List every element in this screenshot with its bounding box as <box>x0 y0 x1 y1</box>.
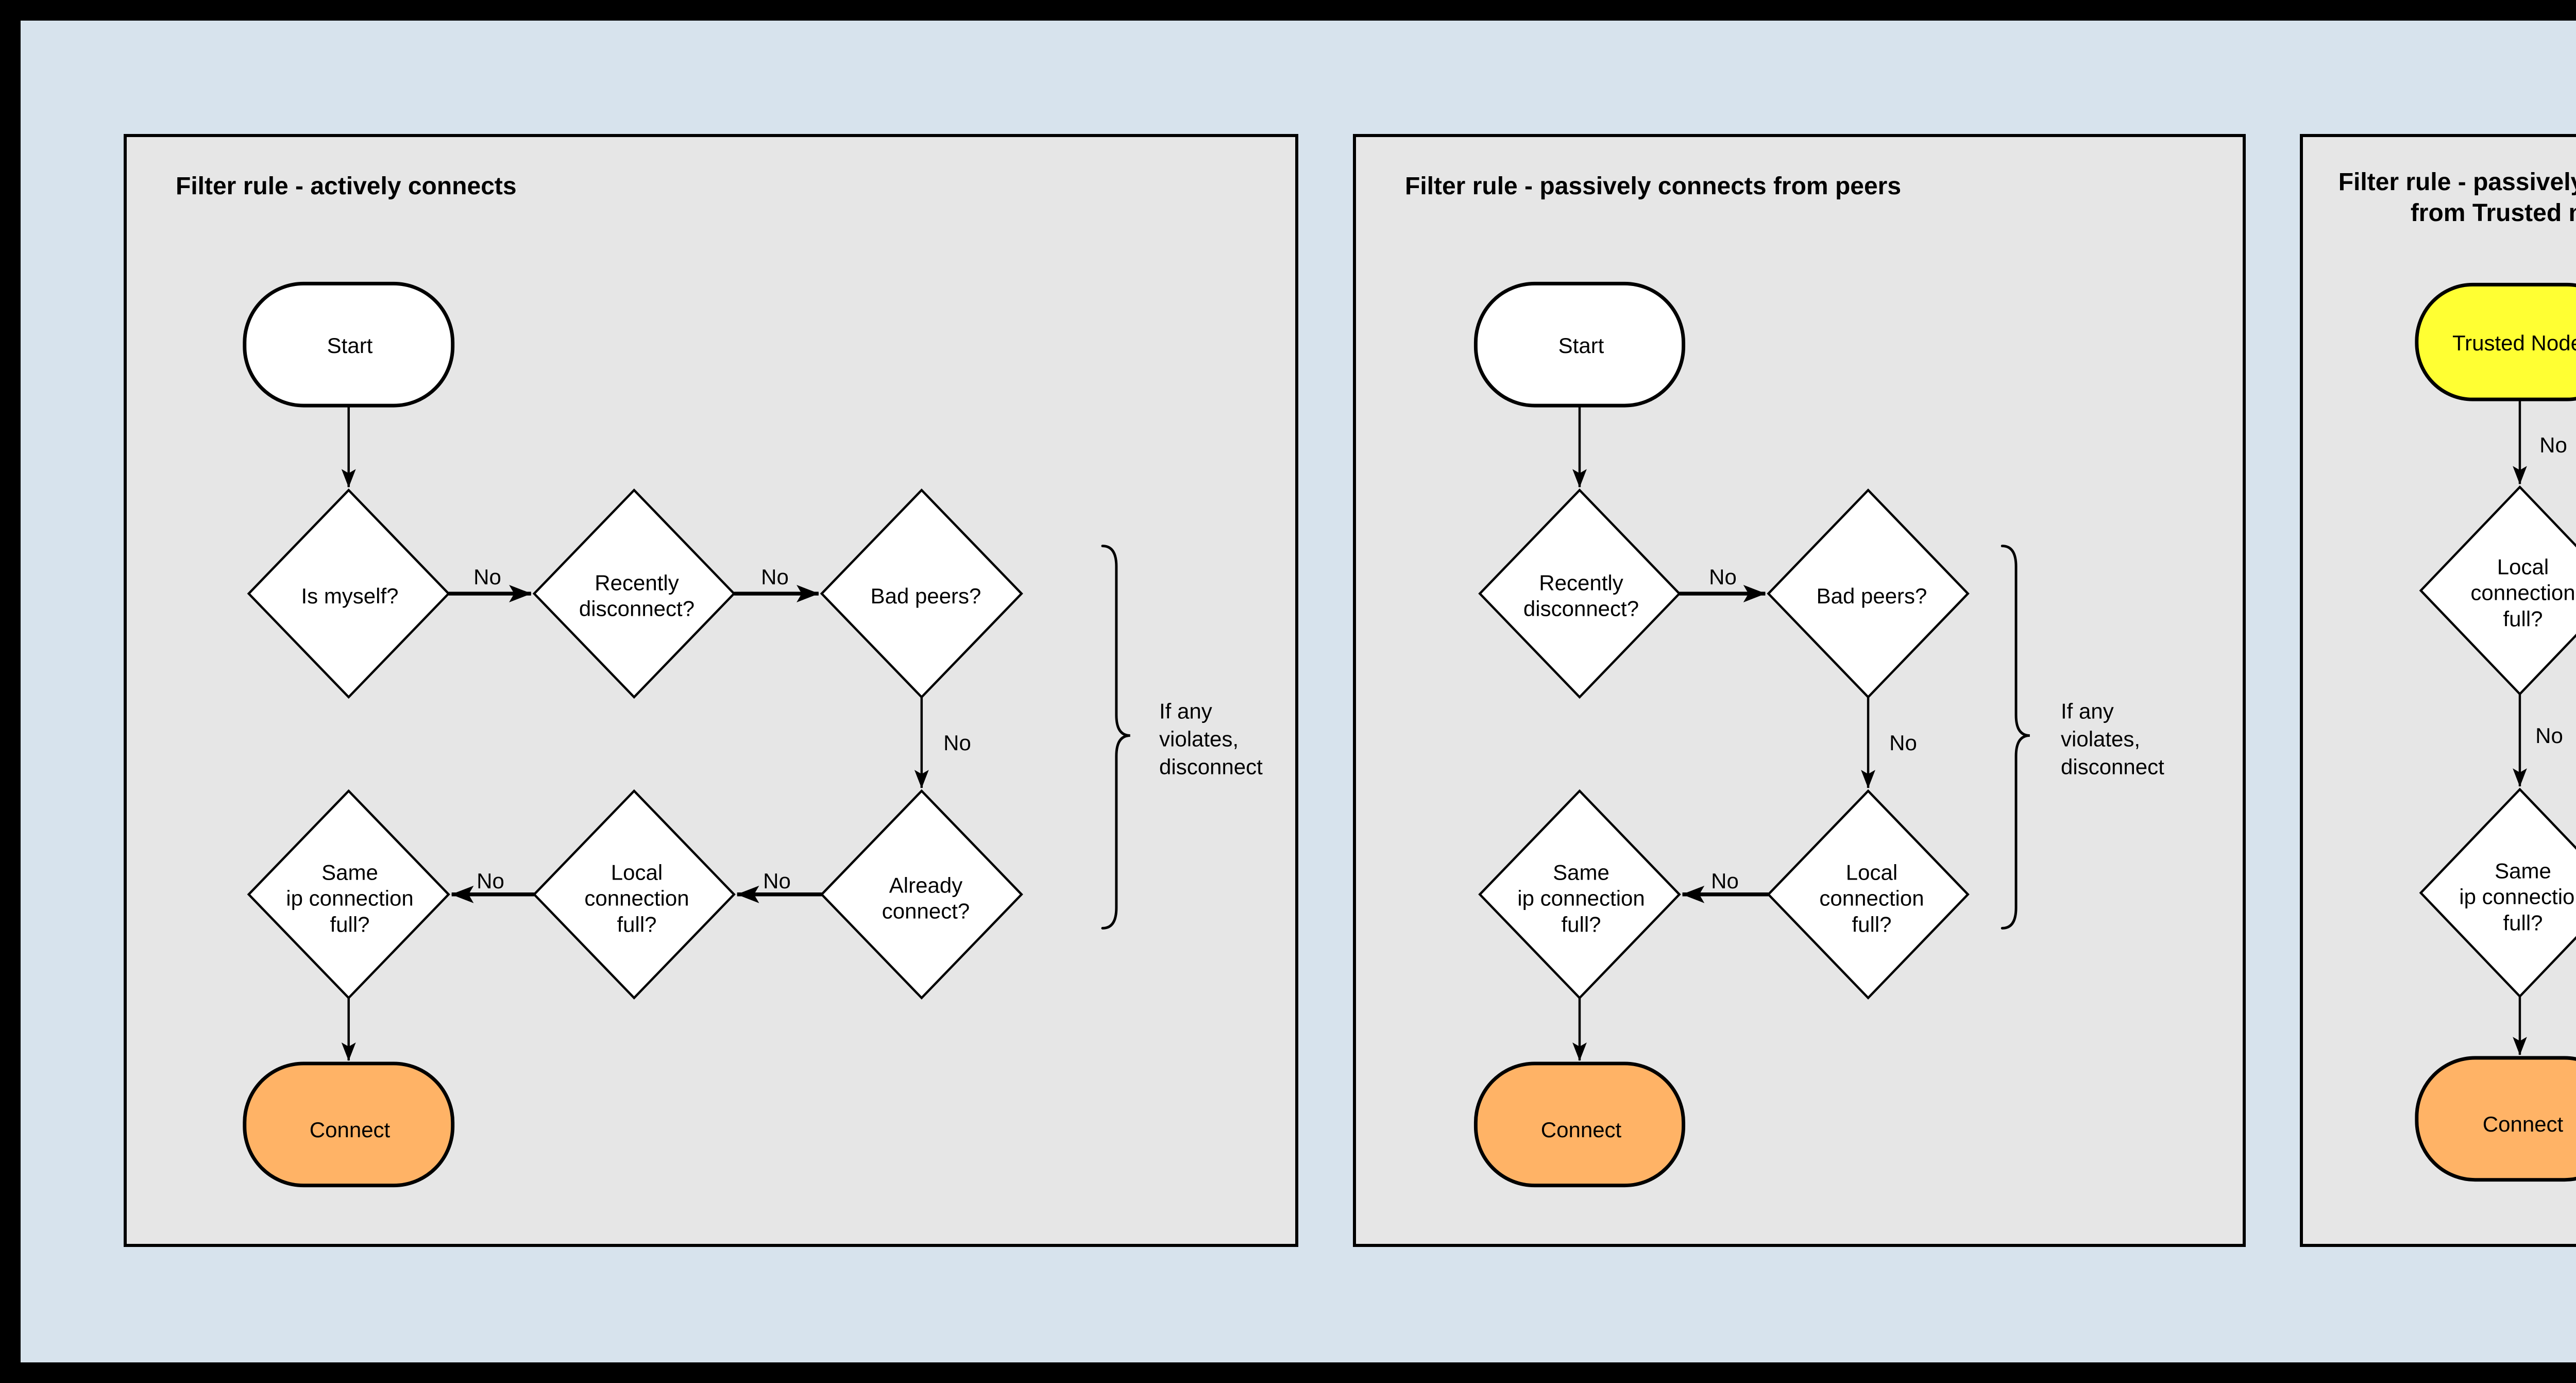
connect-node-label: Connect <box>1540 1117 1622 1142</box>
violation-annotation: If any violates, disconnect <box>1159 699 1263 779</box>
edge-label-no: No <box>2535 723 2563 748</box>
decision-local-full-shape <box>1767 789 1970 1000</box>
panel-actively-connects: Filter rule - actively connects Start Is… <box>124 134 1298 1247</box>
edge-label-no: No <box>2539 433 2567 457</box>
decision-already-connect-shape <box>820 789 1023 1000</box>
decision-same-ip-full-shape <box>247 789 450 1000</box>
decision-same-ip-full-label: Same ip connection full? <box>286 860 414 937</box>
edge-label-no: No <box>943 731 971 755</box>
edge-label-no: No <box>1711 869 1739 893</box>
decision-bad-peers-shape <box>820 488 1023 699</box>
decision-recently-disconnect-label: Recently disconnect? <box>1523 570 1639 621</box>
decision-local-full-label: Local connection full? <box>1819 860 1924 937</box>
decision-bad-peers-label: Bad peers? <box>1816 583 1927 608</box>
decision-local-full-shape <box>532 789 736 1000</box>
panel-title: Filter rule - passively connects from pe… <box>1405 173 1902 200</box>
edge-label-no: No <box>477 869 504 893</box>
violation-annotation: If any violates, disconnect <box>2061 699 2164 779</box>
edge-label-no: No <box>763 869 791 893</box>
edge-label-no: No <box>1889 731 1917 755</box>
panel-title: Filter rule - passively connects from Tr… <box>2338 168 2576 227</box>
decision-same-ip-full-shape <box>2419 787 2576 998</box>
diagram-canvas: Filter rule - actively connects Start Is… <box>21 21 2576 1362</box>
start-node-label: Start <box>327 333 373 358</box>
decision-bad-peers-shape <box>1767 488 1970 699</box>
decision-is-myself-label: Is myself? <box>301 583 399 608</box>
decision-recently-disconnect-shape <box>532 488 736 699</box>
panel-1-flowchart <box>243 281 1130 1188</box>
edge-label-no: No <box>1709 565 1737 589</box>
decision-is-myself-shape <box>247 488 450 699</box>
start-node-shape <box>1473 281 1686 408</box>
edge-label-no: No <box>761 565 789 589</box>
connect-node-shape <box>1473 1061 1686 1188</box>
trusted-nodes-label: Trusted Nodes <box>2452 330 2576 355</box>
connect-node-label: Connect <box>309 1117 391 1142</box>
decision-local-full-shape <box>2419 485 2576 696</box>
connect-node-shape <box>2415 1056 2576 1182</box>
decision-already-connect-label: Already connect? <box>882 873 970 923</box>
decision-same-ip-full-label: Same ip connection full? <box>2459 858 2576 935</box>
panel-passively-connects-trusted: Filter rule - passively connects from Tr… <box>2300 134 2576 1247</box>
start-node-shape <box>243 281 455 408</box>
decision-recently-disconnect-shape <box>1478 488 1681 699</box>
panel-passively-connects-peers: Filter rule - passively connects from pe… <box>1353 134 2246 1247</box>
start-node-label: Start <box>1558 333 1604 358</box>
connect-node-shape <box>243 1061 455 1188</box>
decision-same-ip-full-shape <box>1478 789 1681 1000</box>
violation-brace <box>1101 545 1130 930</box>
panel-title: Filter rule - actively connects <box>176 173 517 200</box>
decision-recently-disconnect-label: Recently disconnect? <box>579 570 695 621</box>
connect-node-label: Connect <box>2482 1111 2564 1136</box>
violation-brace <box>2001 545 2030 930</box>
edge-label-no: No <box>473 565 501 589</box>
decision-local-full-label: Local connection full? <box>584 860 689 937</box>
trusted-nodes-shape <box>2415 282 2576 401</box>
decision-local-full-label: Local connection full? <box>2470 554 2575 631</box>
panel-3-flowchart <box>2415 282 2576 1182</box>
decision-same-ip-full-label: Same ip connection full? <box>1517 860 1645 937</box>
decision-bad-peers-label: Bad peers? <box>870 583 981 608</box>
panel-2-flowchart <box>1473 281 2030 1188</box>
